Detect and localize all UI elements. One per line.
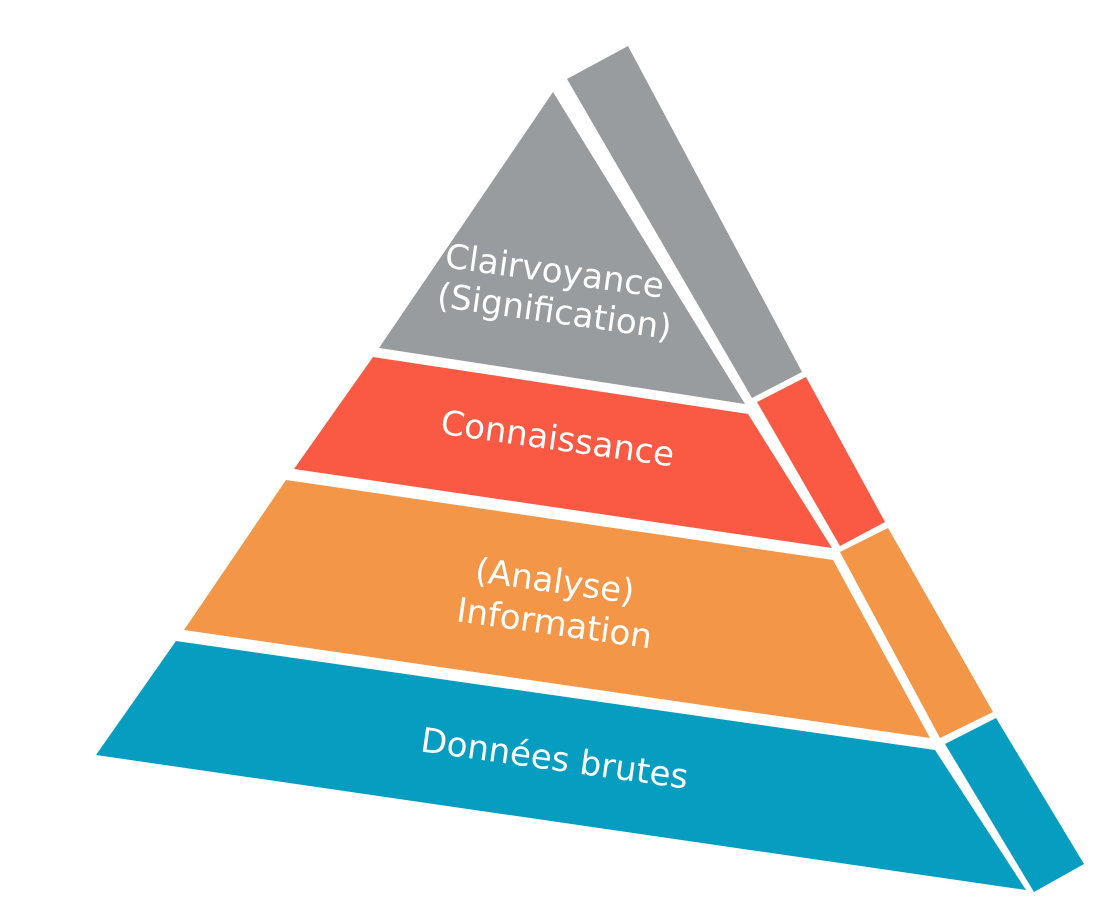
- tier-upper-front: [294, 357, 832, 548]
- tier-middle-side: [840, 528, 993, 738]
- tier-top-front: [379, 92, 745, 404]
- tier-top-side: [567, 46, 802, 398]
- tier-base: Données brutes: [96, 641, 1084, 892]
- tier-upper: Connaissance: [294, 357, 885, 548]
- tier-middle-front: [184, 480, 930, 738]
- tier-base-side: [945, 718, 1084, 892]
- tier-middle: (Analyse) Information: [184, 480, 993, 738]
- tier-base-front: [96, 641, 1026, 890]
- tier-top: Clairvoyance (Signification): [379, 46, 802, 404]
- tier-upper-side: [757, 377, 885, 546]
